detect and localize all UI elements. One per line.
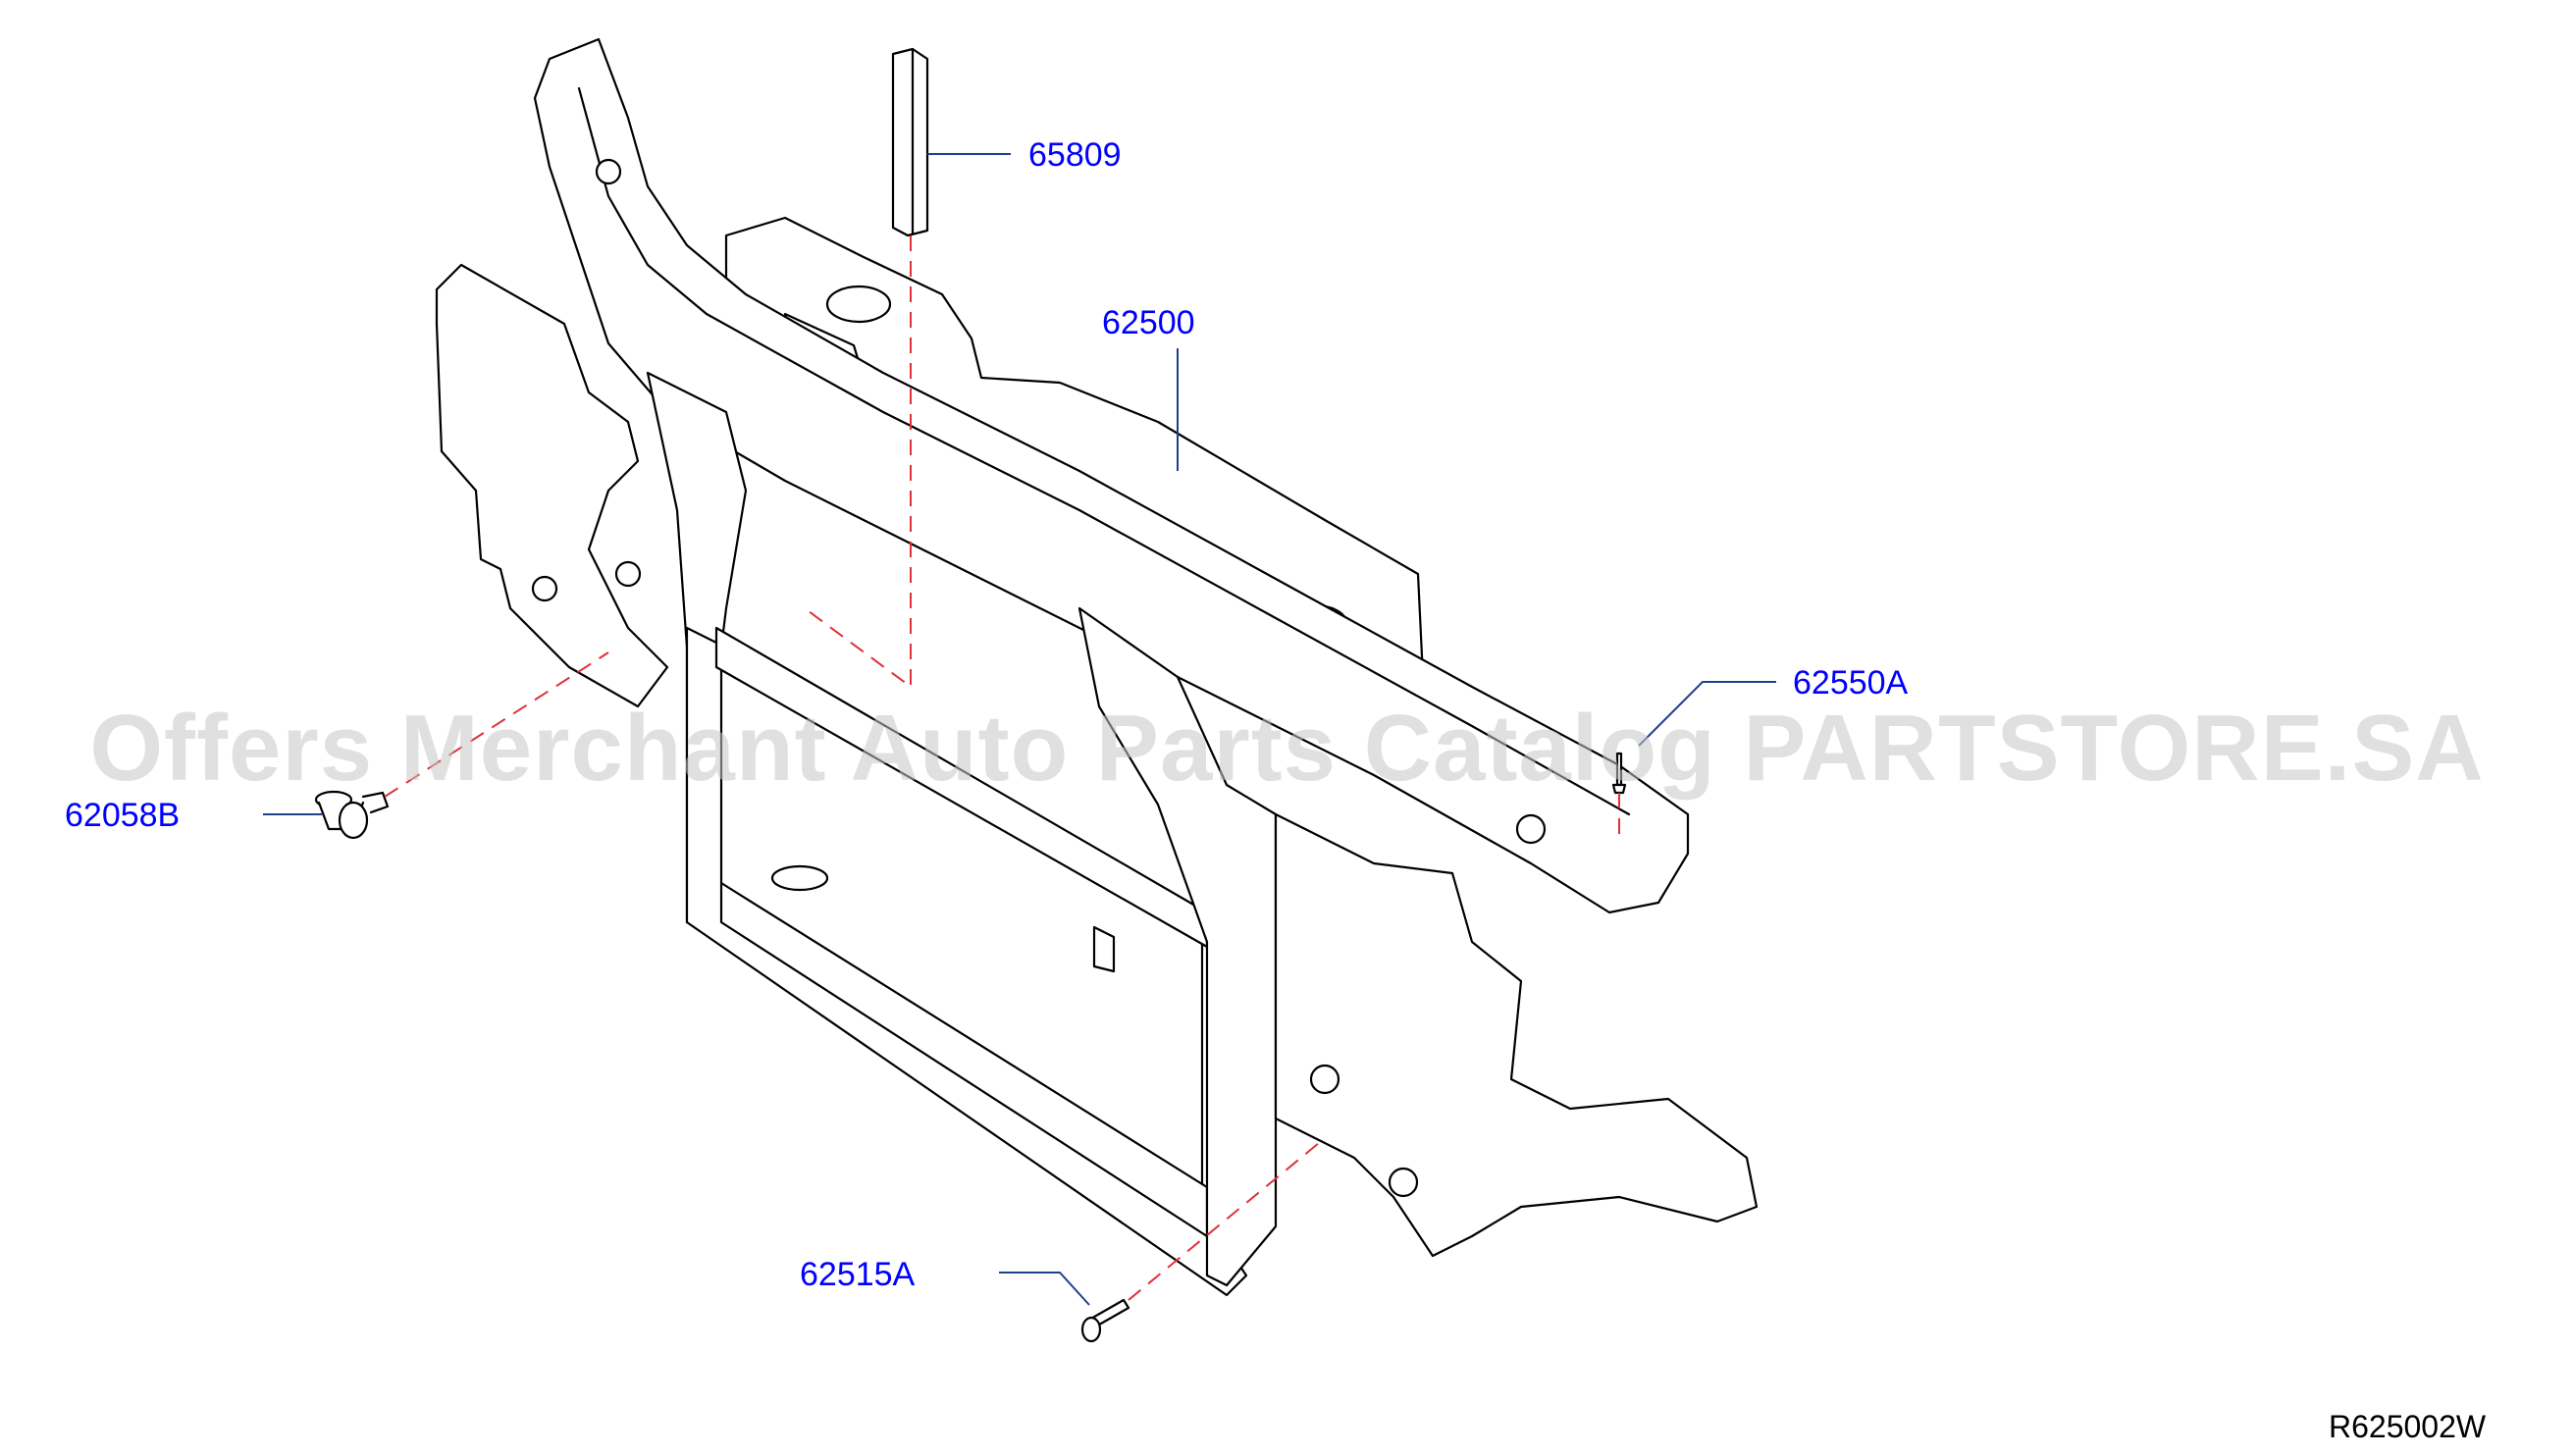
assembly-dashed-lines	[384, 235, 1620, 1301]
leader-62515A	[999, 1272, 1090, 1306]
diagram-reference-code: R625002W	[2329, 1409, 2487, 1444]
dashed-line-62058B	[384, 651, 609, 798]
left-bracket-hole-2	[531, 575, 558, 602]
part-label-62515A[interactable]: 62515A	[800, 1256, 916, 1293]
tie-bar-hole-2	[1515, 813, 1547, 845]
upper-tie-bar	[533, 37, 1690, 914]
center-tab	[1092, 925, 1116, 973]
clip-62058B	[314, 790, 390, 840]
right-vertical-pillar	[1077, 606, 1278, 1287]
seal-strip-65809	[891, 47, 929, 237]
bolt-62515A	[1080, 1298, 1130, 1343]
right-bracket-hole	[1309, 1064, 1340, 1095]
part-label-62550A[interactable]: 62550A	[1793, 664, 1909, 702]
upper-tie-bar-edge	[577, 86, 1631, 816]
screw-62550A	[1611, 752, 1627, 795]
part-label-62500[interactable]: 62500	[1102, 304, 1195, 341]
lower-frame-slot	[770, 864, 829, 892]
leader-lines	[263, 153, 1776, 1306]
duct-port-left	[825, 285, 892, 324]
tie-bar-hole-1	[595, 158, 622, 185]
left-headlamp-support	[435, 263, 669, 708]
right-headlamp-support	[1274, 812, 1759, 1258]
left-bracket-hole	[614, 560, 642, 588]
leader-62550A	[1638, 681, 1776, 747]
core-support-drawing	[314, 37, 1759, 1343]
right-bracket-hole-2	[1388, 1167, 1419, 1198]
part-label-65809[interactable]: 65809	[1028, 136, 1122, 174]
dashed-line-65809	[804, 235, 912, 689]
part-label-62058B[interactable]: 62058B	[65, 797, 181, 834]
dashed-line-62515A	[1128, 1137, 1326, 1301]
